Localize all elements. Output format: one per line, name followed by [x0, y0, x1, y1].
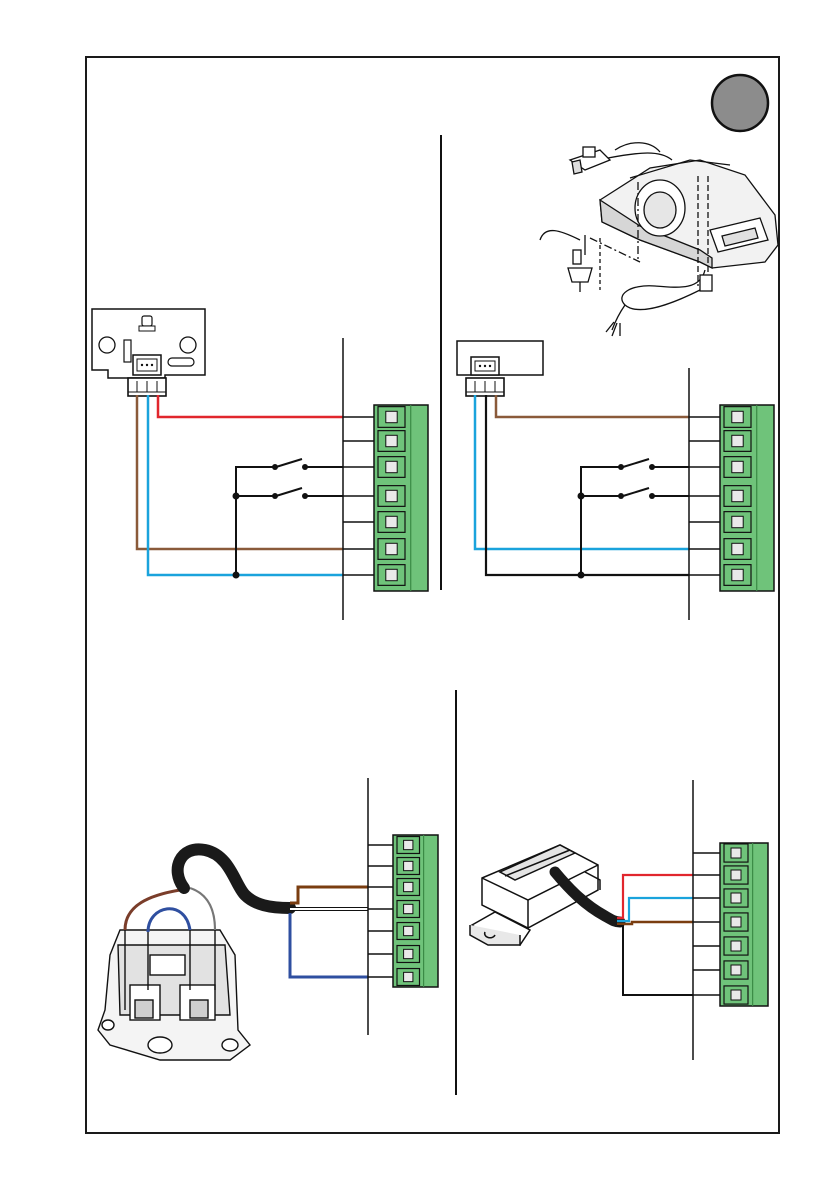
- terminal-screw-slot: [386, 516, 397, 527]
- step-badge: [712, 75, 768, 131]
- terminal-screw-slot: [386, 411, 397, 422]
- terminal-screw-slot: [386, 569, 397, 580]
- motor-cable-white-loop: [190, 888, 215, 930]
- terminal-screw-slot: [732, 543, 743, 554]
- panel-top-left: [92, 309, 428, 620]
- terminal-screw-slot: [386, 461, 397, 472]
- terminal-screw-slot: [404, 972, 413, 981]
- wire-brown-bl: [290, 887, 368, 903]
- switch-contacts: [233, 464, 309, 579]
- panel-bottom-left: [98, 778, 438, 1060]
- connector-plate-left: [92, 309, 205, 396]
- terminal-screw-slot: [404, 904, 413, 913]
- terminal-screw-slot: [732, 411, 743, 422]
- wire-blue-br: [617, 898, 693, 921]
- terminal-block-top-right: [720, 405, 774, 591]
- terminal-backbone-bl: [368, 778, 395, 1035]
- terminal-backbone-left: [343, 338, 376, 620]
- switch-contacts-right: [578, 464, 656, 579]
- terminal-screw-slot: [731, 893, 741, 903]
- terminal-block-bottom-left: [393, 835, 438, 987]
- wire-black-br: [617, 926, 693, 995]
- motor-cable-blue-loop: [148, 909, 190, 932]
- terminal-screw-slot: [732, 569, 743, 580]
- terminal-screw-slot: [404, 861, 413, 870]
- panel-bottom-right: [470, 780, 768, 1060]
- terminal-screw-slot: [404, 926, 413, 935]
- terminal-backbone-br: [693, 780, 722, 1060]
- terminal-screw-slot: [732, 490, 743, 501]
- terminal-screw-slot: [732, 461, 743, 472]
- terminal-screw-slot: [386, 490, 397, 501]
- terminal-block-bottom-right: [720, 843, 768, 1006]
- terminal-backbone-right: [689, 368, 722, 620]
- terminal-screw-slot: [731, 990, 741, 1000]
- terminal-screw-slot: [732, 516, 743, 527]
- wire-red: [158, 395, 343, 417]
- motor-housing-illustration: [98, 930, 250, 1060]
- terminal-block-top-left: [374, 405, 428, 591]
- terminal-screw-slot: [386, 435, 397, 446]
- terminal-screw-slot: [731, 917, 741, 927]
- terminal-screw-slot: [732, 435, 743, 446]
- motor-cable-jacket: [178, 849, 290, 908]
- wire-brown-right: [496, 395, 689, 417]
- terminal-screw-slot: [731, 848, 741, 858]
- terminal-screw-slot: [731, 870, 741, 880]
- panel-top-right: [457, 143, 778, 620]
- wire-blue-bl: [290, 913, 368, 977]
- switch-wiring-right: [581, 459, 689, 575]
- connector-plate-right: [457, 341, 543, 396]
- terminal-screw-slot: [386, 543, 397, 554]
- switch-wiring: [236, 459, 343, 575]
- wire-brown-br: [617, 922, 693, 924]
- device-housing-illustration: [540, 143, 778, 336]
- terminal-screw-slot: [731, 965, 741, 975]
- terminal-screw-slot: [404, 882, 413, 891]
- terminal-screw-slot: [731, 941, 741, 951]
- terminal-screw-slot: [404, 949, 413, 958]
- terminal-screw-slot: [404, 840, 413, 849]
